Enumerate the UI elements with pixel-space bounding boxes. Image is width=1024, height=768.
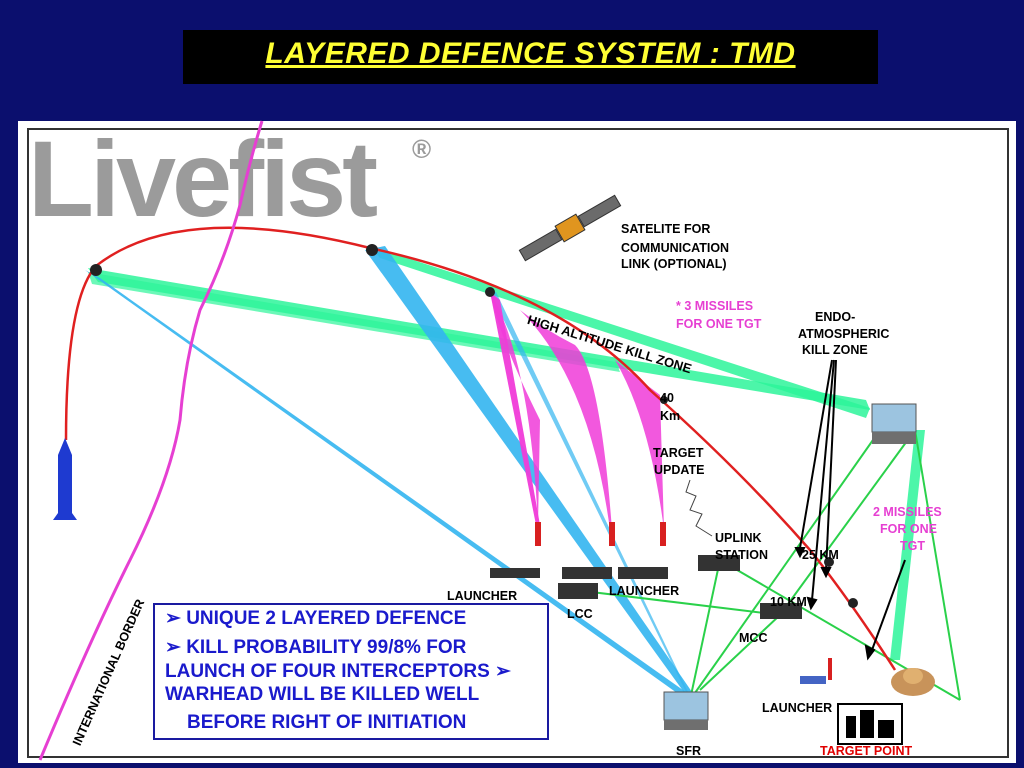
uplink-station-icon [698, 555, 740, 571]
km40-label-1: 40 [660, 391, 674, 405]
uplink-label-2: STATION [715, 548, 769, 562]
sfr-radar-icon [663, 691, 709, 730]
title-box: LAYERED DEFENCE SYSTEM : TMD [183, 30, 878, 84]
diagram-frame [27, 128, 1009, 758]
launcher-right-label: LAUNCHER [762, 701, 833, 715]
satellite-icon [518, 194, 622, 262]
info-line-4: WARHEAD WILL BE KILLED WELL [165, 684, 480, 705]
endo-label-2: ATMOSPHERIC [798, 327, 890, 341]
blue-beam-3 [490, 292, 688, 692]
magenta-cone-1b [490, 292, 540, 525]
green-beam-4 [890, 430, 925, 660]
green-beam-2 [370, 246, 870, 418]
enemy-missile-icon [53, 438, 77, 520]
vehicles [490, 555, 802, 619]
mcc-vehicle-icon [760, 603, 802, 619]
interceptor-missiles [535, 522, 666, 546]
page-title: LAYERED DEFENCE SYSTEM : TMD [265, 37, 796, 70]
satellite-label-3: LINK (OPTIONAL) [621, 257, 727, 271]
two-missiles-label-2: FOR ONE [880, 522, 937, 536]
endo-label-1: ENDO- [815, 310, 856, 324]
sfr-label: SFR [676, 744, 701, 758]
launcher-mid-label: LAUNCHER [609, 584, 680, 598]
watermark-registered-mark: ® [412, 134, 432, 164]
info-box: ➢ UNIQUE 2 LAYERED DEFENCE ➢ KILL PROBAB… [153, 603, 549, 740]
target-update-signal [685, 479, 713, 537]
launcher-right-icon [618, 567, 668, 579]
uplink-label-1: UPLINK [715, 531, 762, 545]
info-line-2: ➢ KILL PROBABILITY 99/8% FOR [165, 637, 467, 658]
info-line-1: ➢ UNIQUE 2 LAYERED DEFENCE [165, 608, 467, 629]
trajectory-markers [90, 244, 858, 608]
watermark-logo: Livefist [28, 118, 378, 239]
target-update-label-2: UPDATE [654, 463, 705, 477]
international-border-line [38, 120, 264, 761]
info-line-3: LAUNCH OF FOUR INTERCEPTORS ➢ [165, 661, 511, 682]
endo-arrows [794, 359, 906, 661]
lcc-label: LCC [567, 607, 593, 621]
km10-label: 10 KM [770, 595, 807, 609]
target-point-label: TARGET POINT [820, 744, 913, 758]
endo-label-3: KILL ZONE [802, 343, 868, 357]
explosion-icon [891, 668, 935, 696]
three-missiles-label-1: * 3 MISSILES [676, 299, 754, 313]
three-missiles-label-2: FOR ONE TGT [676, 317, 762, 331]
lcc-vehicle-icon [558, 583, 598, 599]
radar-top-right-icon [871, 403, 917, 444]
magenta-cone-2 [520, 310, 612, 530]
two-missiles-label-3: TGT [900, 539, 925, 553]
two-missiles-label-1: 2 MISSILES [873, 505, 942, 519]
launcher-mid-icon [562, 567, 612, 579]
km40-label-2: Km [660, 409, 681, 423]
mcc-label: MCC [739, 631, 768, 645]
satellite-label-1: SATELITE FOR [621, 222, 711, 236]
launcher-left-label: LAUNCHER [447, 589, 518, 603]
satellite-label-2: COMMUNICATION [621, 241, 730, 255]
target-point-icon [837, 703, 903, 745]
magenta-cone-1 [490, 292, 540, 525]
info-line-5: BEFORE RIGHT OF INITIATION [187, 712, 467, 733]
launcher-small-icon [800, 658, 832, 684]
launcher-left-icon [490, 568, 540, 578]
target-update-label-1: TARGET [653, 446, 704, 460]
blue-beam-1 [85, 270, 690, 698]
magenta-cone-3 [615, 360, 664, 530]
green-beam-3 [88, 272, 620, 372]
km25-label: 25 KM [802, 548, 839, 562]
